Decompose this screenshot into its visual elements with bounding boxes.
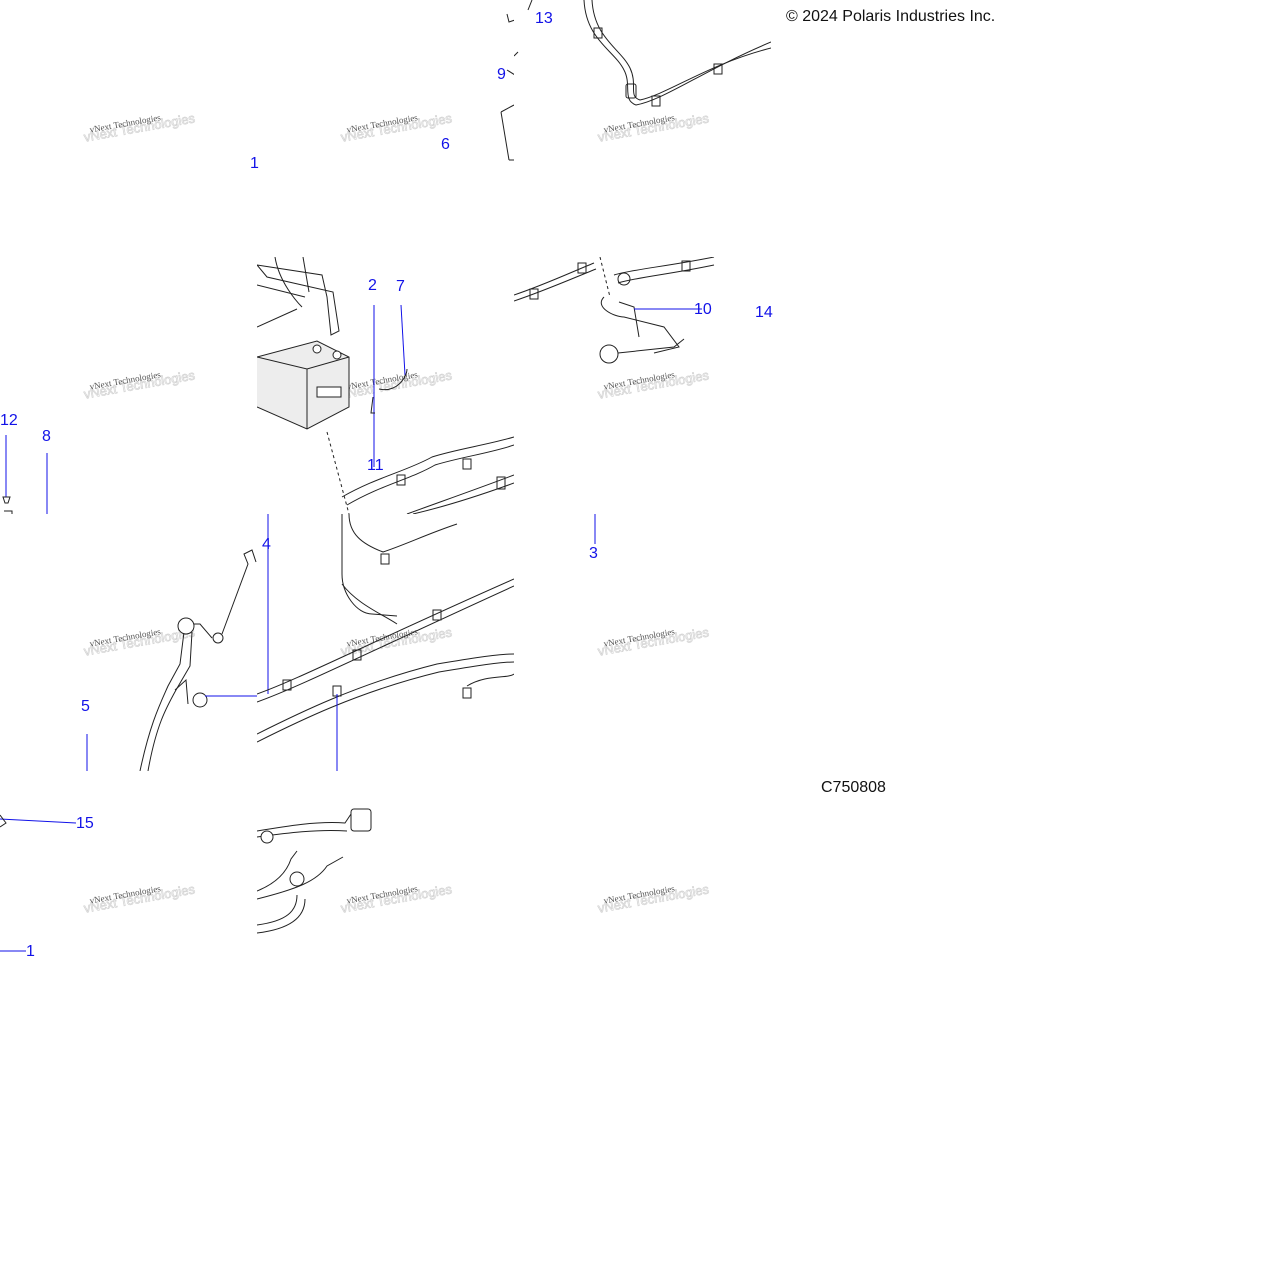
diagram-tile-r0-c0: vNext Technologies vNext Technologies [0,0,257,257]
diagram-tile-r0-c1: vNext Technologies vNext Technologies [257,0,514,257]
fastener-15 [0,814,7,828]
diagram-tile-r1-c3 [771,257,1028,514]
watermark: vNext Technologies vNext Technologies [339,624,454,659]
diagram-tile-r1-c2: vNext Technologies vNext Technologies [514,257,771,514]
battery-cable-assembly [500,13,514,161]
diagram-tile-r0-c2: vNext Technologies vNext Technologies [514,0,771,257]
diagram-tile-r1-c4 [1028,257,1285,514]
watermark: vNext Technologies vNext Technologies [596,110,711,145]
watermark: vNext Technologies vNext Technologies [339,881,454,916]
diagram-tile-r2-c0: vNext Technologies vNext Technologies [0,514,257,771]
leader-line-15 [0,818,77,824]
watermark: vNext Technologies vNext Technologies [82,110,197,145]
watermark: vNext Technologies vNext Technologies [82,881,197,916]
fasteners [2,435,48,514]
diagram-tile-r2-c2: vNext Technologies vNext Technologies [514,514,771,771]
battery-and-bracket [257,257,514,514]
diagram-tile-r3-c4 [1028,771,1285,1028]
harness-clip-and-connector [514,257,715,364]
watermark: vNext Technologies vNext Technologies [596,367,711,402]
diagram-tile-r2-c3 [771,514,1028,771]
diagram-tile-r3-c3 [771,771,1028,1028]
watermark: vNext Technologies vNext Technologies [82,367,197,402]
main-harness [257,514,514,771]
diagram-tile-r1-c1: vNext Technologies vNext Technologies [257,257,514,514]
diagram-tile-r3-c0: vNext Technologies vNext Technologies [0,771,257,1028]
diagram-tile-r3-c2: vNext Technologies vNext Technologies [514,771,771,1028]
watermark: vNext Technologies vNext Technologies [596,881,711,916]
diagram-tile-r2-c4 [1028,514,1285,771]
diagram-tile-r1-c0: vNext Technologies vNext Technologies [0,257,257,514]
wire-harness [514,0,771,107]
watermark: vNext Technologies vNext Technologies [596,624,711,659]
diagram-tile-r0-c3 [771,0,1028,257]
watermark: vNext Technologies vNext Technologies [339,110,454,145]
diagram-tile-r2-c1: vNext Technologies vNext Technologies [257,514,514,771]
diagram-tile-r0-c4 [1028,0,1285,257]
watermark: vNext Technologies vNext Technologies [339,367,454,402]
diagram-tile-r3-c1: vNext Technologies vNext Technologies [257,771,514,1028]
negative-cable [257,808,372,934]
positive-cable [86,549,257,771]
